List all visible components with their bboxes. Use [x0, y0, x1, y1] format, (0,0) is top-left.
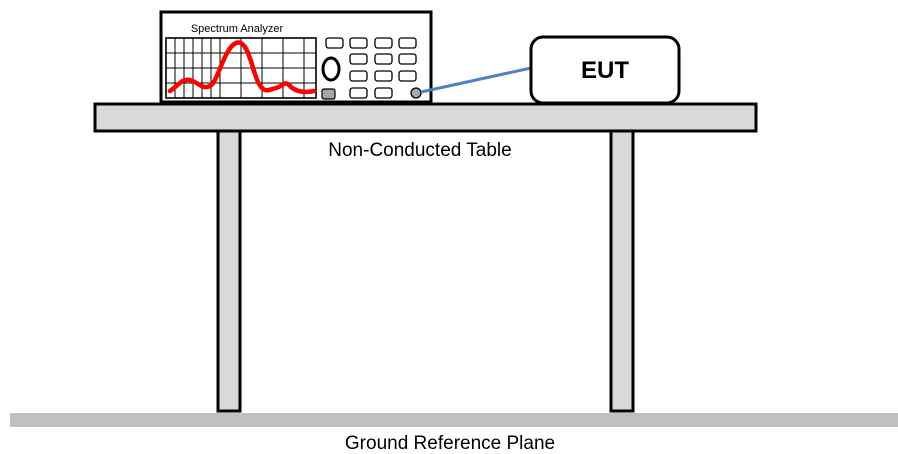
spectrum-trace: [167, 40, 317, 95]
analyzer-screen: [165, 37, 317, 99]
ground-reference-plane-label: Ground Reference Plane: [345, 433, 555, 454]
ground-reference-plane: [10, 413, 898, 427]
analyzer-grey-button: [321, 88, 336, 100]
analyzer-title: Spectrum Analyzer: [191, 23, 284, 35]
table-top: [93, 102, 758, 133]
table-label: Non-Conducted Table: [328, 140, 511, 161]
analyzer-knob-icon: [321, 56, 341, 82]
table-leg-left: [216, 129, 242, 413]
spectrum-analyzer: Spectrum Analyzer: [159, 10, 433, 104]
rf-cable: [420, 66, 532, 94]
analyzer-buttons: [325, 37, 417, 99]
eut-label: EUT: [581, 57, 629, 84]
table-leg-right: [609, 129, 635, 413]
eut-box: EUT: [529, 35, 681, 105]
analyzer-rf-port-icon: [410, 87, 422, 99]
